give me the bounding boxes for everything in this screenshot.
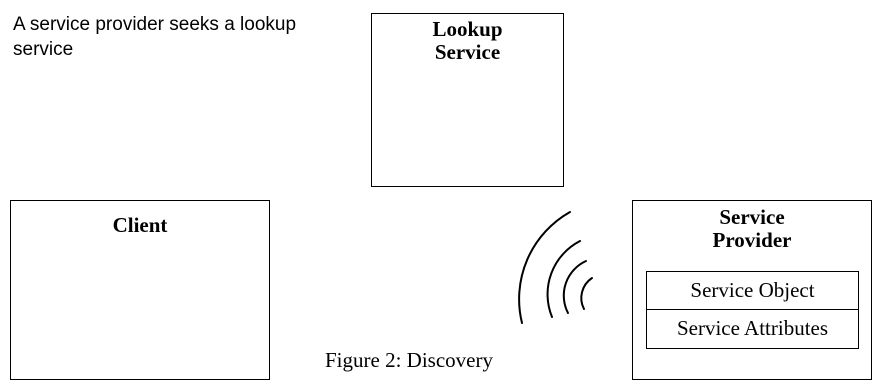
provider-title-line1: Service — [719, 205, 785, 229]
lookup-title-line1: Lookup — [432, 17, 503, 41]
intro-text: A service provider seeks a lookup servic… — [13, 14, 297, 60]
broadcast-waves-icon — [518, 211, 593, 324]
figure-caption: Figure 2: Discovery — [325, 348, 493, 372]
wave-arc-2 — [546, 240, 581, 318]
lookup-service-box: Lookup Service — [371, 13, 564, 187]
service-attributes-box: Service Attributes — [646, 309, 859, 349]
lookup-title-line2: Service — [434, 40, 501, 64]
service-provider-box: Service Provider Service Object Service … — [632, 200, 872, 380]
provider-title-line2: Provider — [712, 228, 792, 252]
wave-arc-outer — [518, 211, 571, 324]
client-box: Client — [10, 200, 270, 380]
service-object-box: Service Object — [646, 271, 859, 311]
service-provider-title: Service Provider — [633, 201, 871, 252]
lookup-service-title: Lookup Service — [372, 14, 563, 64]
client-title: Client — [112, 213, 168, 237]
wave-arc-inner — [580, 277, 593, 310]
wave-arc-3 — [562, 260, 587, 314]
